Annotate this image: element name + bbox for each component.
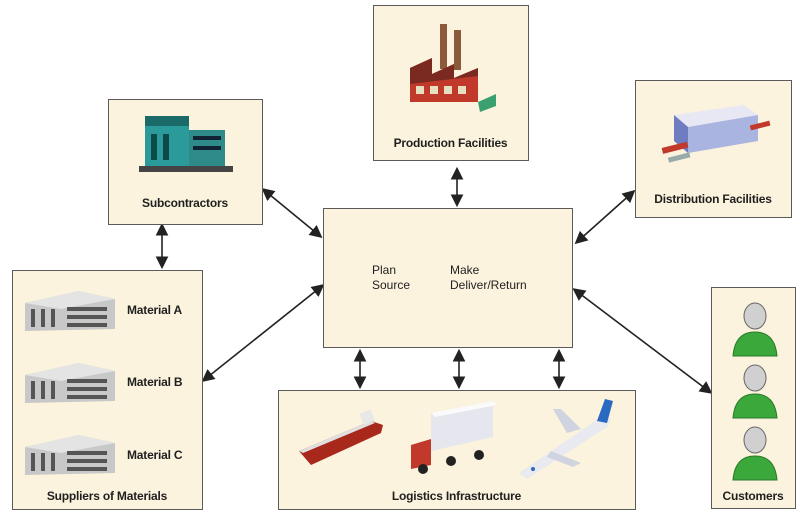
- plan-label: Plan: [372, 263, 397, 277]
- building-icon: [25, 363, 115, 403]
- source-label: Source: [372, 278, 411, 292]
- arrow-subcontractors-center: [261, 187, 323, 239]
- subcontractors-label: Subcontractors: [142, 196, 228, 210]
- ship-icon: [299, 409, 383, 465]
- material-b-label: Material B: [127, 375, 183, 389]
- customers-box: Customers: [711, 287, 796, 509]
- airplane-icon: [519, 399, 613, 479]
- subcontractors-box: Subcontractors: [108, 99, 263, 225]
- machinery-icon: [139, 116, 233, 172]
- building-icon: [25, 435, 115, 475]
- arrow-distribution-center: [574, 189, 636, 245]
- distribution-facilities-label: Distribution Facilities: [654, 192, 772, 206]
- production-facilities-box: Production Facilities: [373, 5, 529, 161]
- distribution-facilities-box: Distribution Facilities: [635, 80, 792, 218]
- suppliers-of-materials-box: Material A Material B Material C Supplie…: [12, 270, 203, 510]
- factory-icon: [410, 24, 496, 112]
- supply-chain-core-box: Plan Source Make Deliver/Return: [323, 208, 573, 348]
- production-facilities-label: Production Facilities: [393, 136, 508, 150]
- conveyor-icon: [661, 105, 771, 163]
- logistics-infrastructure-label: Logistics Infrastructure: [391, 489, 522, 503]
- arrow-suppliers-center: [201, 284, 325, 382]
- suppliers-of-materials-label: Suppliers of Materials: [46, 489, 168, 503]
- logistics-infrastructure-box: Logistics Infrastructure: [278, 390, 636, 510]
- truck-icon: [411, 401, 497, 474]
- building-icon: [25, 291, 115, 331]
- person-icon: [732, 426, 778, 481]
- person-icon: [732, 302, 778, 357]
- customers-label: Customers: [722, 489, 784, 503]
- person-icon: [732, 364, 778, 419]
- arrow-customers-center: [572, 288, 713, 394]
- material-a-label: Material A: [127, 303, 182, 317]
- deliver-return-label: Deliver/Return: [450, 278, 527, 292]
- make-label: Make: [450, 263, 480, 277]
- material-c-label: Material C: [127, 448, 183, 462]
